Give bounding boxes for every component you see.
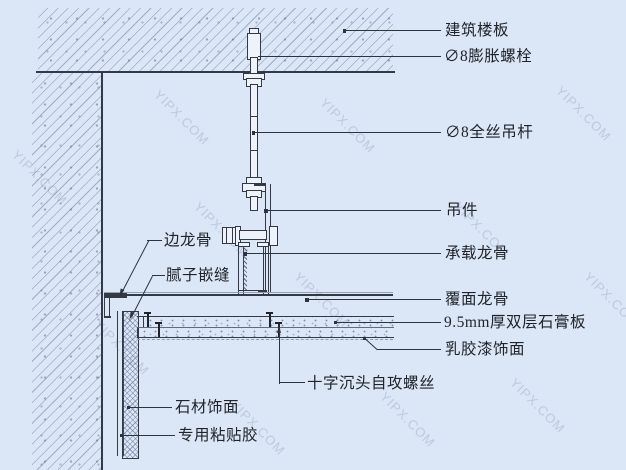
hanger-clip-top-bend — [254, 184, 266, 186]
floor-slab-hatch — [38, 8, 393, 71]
watermark: YIPX.COM — [553, 82, 615, 145]
leader-covering-keel — [307, 299, 441, 301]
covering-keel-top-line — [104, 291, 393, 293]
leader-expansion-bolt — [258, 56, 441, 58]
wall-hatch — [32, 73, 101, 470]
leader-paint — [376, 349, 441, 351]
leader-gypsum — [336, 322, 441, 324]
leader-carrying-keel — [246, 253, 441, 255]
hanger-rod-upper — [250, 84, 258, 119]
tapping-screw-shank — [157, 321, 160, 337]
leader-dot-covering-keel — [305, 298, 309, 302]
stone-facing-panel — [122, 310, 139, 459]
tapping-screw-shank — [268, 312, 271, 327]
covering-keel-line — [104, 294, 393, 297]
carrying-keel-right-lip — [257, 242, 269, 247]
leader-dot-adhesive — [119, 433, 124, 438]
edge-keel-bottom-flange — [103, 315, 111, 318]
label-putty-joint: 腻子嵌缝 — [166, 267, 231, 284]
leader-arrow-tapping-screw — [277, 325, 282, 333]
leader-dot-gypsum — [333, 320, 338, 325]
label-carrying-keel: 承载龙骨 — [445, 245, 510, 262]
tapping-screw-shank — [146, 312, 149, 327]
gypsum-board-lower — [136, 327, 394, 338]
label-covering-keel: 覆面龙骨 — [445, 291, 510, 308]
leader-dot-stone — [126, 405, 131, 410]
wall-face-line — [100, 71, 103, 470]
label-hanger-clip: 吊件 — [446, 202, 479, 219]
hanger-rod-tip — [250, 196, 258, 211]
hanger-bolt-nut — [269, 225, 278, 246]
label-latex-paint: 乳胶漆饰面 — [445, 341, 526, 358]
edge-keel-horizontal-leg — [103, 293, 127, 299]
carrying-keel-right-wall — [263, 242, 269, 294]
leader-slab — [344, 30, 441, 32]
leader-adhesive — [122, 435, 175, 437]
leader-tapping-screw-vertical — [279, 332, 281, 384]
watermark: YIPX.COM — [377, 388, 439, 451]
watermark: YIPX.COM — [507, 374, 569, 437]
leader-edge-keel-diagonal — [121, 240, 150, 294]
board-top-line-extension — [137, 315, 144, 318]
label-edge-keel: 边龙骨 — [164, 232, 213, 249]
label-gypsum-board: 9.5mm厚双层石膏板 — [444, 314, 586, 331]
carrying-keel-wall-hatch — [242, 246, 248, 290]
carrying-keel-left-lip — [238, 242, 250, 247]
slab-soffit-line — [36, 70, 395, 73]
leader-putty — [151, 275, 165, 277]
label-expansion-bolt: ∅8膨胀螺栓 — [444, 48, 533, 65]
watermark: YIPX.COM — [151, 86, 213, 149]
label-slab: 建筑楼板 — [445, 22, 510, 39]
watermark: YIPX.COM — [581, 268, 626, 331]
edge-keel-vertical-leg — [103, 298, 110, 317]
hanger-bolt-shaft — [239, 229, 267, 240]
label-tapping-screw: 十字沉头自攻螺丝 — [307, 375, 436, 392]
leader-stone — [129, 407, 172, 409]
leader-dot-hanger-clip — [264, 209, 268, 213]
leader-edge-keel — [147, 240, 162, 242]
leader-dot-hanger-rod — [251, 131, 256, 135]
leader-tapping-screw — [279, 382, 305, 384]
label-adhesive: 专用粘贴胶 — [178, 427, 259, 444]
leader-dot-carrying-keel — [243, 252, 248, 256]
leader-hanger-rod — [254, 132, 441, 134]
leader-putty-diagonal — [131, 275, 154, 318]
label-stone-finish: 石材饰面 — [175, 399, 240, 416]
latex-paint-finish-line — [137, 339, 393, 340]
label-hanger-rod: ∅8全丝吊杆 — [445, 124, 534, 141]
hanger-bolt-head-facets — [226, 228, 233, 243]
watermark: YIPX.COM — [317, 94, 379, 157]
leader-hanger-clip — [267, 210, 441, 212]
